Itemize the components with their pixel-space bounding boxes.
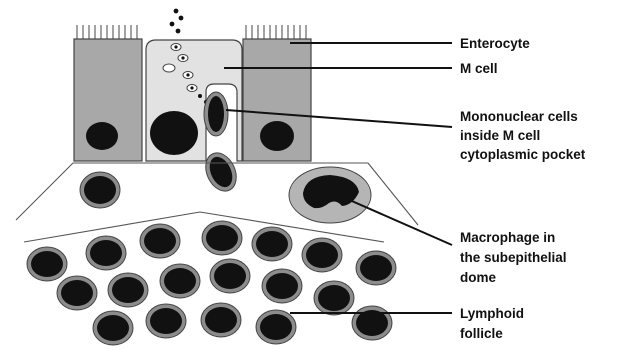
lymphocyte [352, 306, 392, 340]
lymphocyte [57, 276, 97, 310]
lumen-particles [170, 9, 184, 34]
label-mononuclear-3: cytoplasmic pocket [460, 147, 586, 162]
lymphocyte [140, 224, 180, 258]
label-macrophage-2: the subepithelial [460, 250, 567, 265]
dome-line [16, 163, 73, 220]
m-cell [146, 40, 242, 161]
enterocyte-right [243, 25, 311, 161]
dome-line [368, 163, 418, 225]
released-particle [198, 94, 202, 98]
lymphocyte [146, 304, 186, 338]
particle [174, 9, 179, 14]
enterocyte-left [74, 25, 142, 161]
lymphocyte [356, 251, 396, 285]
m-cell-nucleus [150, 111, 198, 155]
label-macrophage-1: Macrophage in [460, 230, 555, 245]
dome-cell [80, 172, 120, 208]
label-mononuclear-2: inside M cell [460, 128, 540, 143]
lymphocyte [86, 236, 126, 270]
label-lymphoid-2: follicle [460, 326, 503, 341]
lymphocyte [314, 281, 354, 315]
lymphocyte [160, 264, 200, 298]
lymphocyte [27, 247, 67, 281]
lymphocyte [210, 259, 250, 293]
microvilli [246, 25, 306, 39]
particle [179, 16, 184, 21]
label-m-cell: M cell [460, 61, 498, 76]
lymphocyte [252, 227, 292, 261]
vesicle-particle [186, 73, 189, 76]
mononuclear-nucleus [208, 96, 224, 132]
vesicle-particle [190, 86, 193, 89]
label-macrophage-3: dome [460, 270, 496, 285]
vesicle [163, 64, 175, 72]
particle [176, 29, 181, 34]
label-lymphoid-1: Lymphoid [460, 306, 524, 321]
microvilli [77, 25, 137, 39]
label-enterocyte: Enterocyte [460, 36, 530, 51]
lymphocyte [108, 273, 148, 307]
labels: Enterocyte M cell Mononuclear cells insi… [460, 36, 586, 341]
particle [170, 22, 175, 27]
lymphocyte [256, 310, 296, 344]
lymphocyte [93, 311, 133, 345]
lymphocyte [201, 303, 241, 337]
lymphocyte [202, 221, 242, 255]
enterocyte-nucleus [260, 121, 294, 151]
enterocyte-nucleus [86, 122, 118, 150]
lymphocyte [302, 238, 342, 272]
lymphocyte [262, 269, 302, 303]
macrophage [289, 167, 371, 223]
vesicle-particle [181, 56, 184, 59]
vesicle-particle [174, 45, 177, 48]
label-mononuclear-1: Mononuclear cells [460, 109, 578, 124]
lymphoid-follicle [27, 221, 396, 345]
